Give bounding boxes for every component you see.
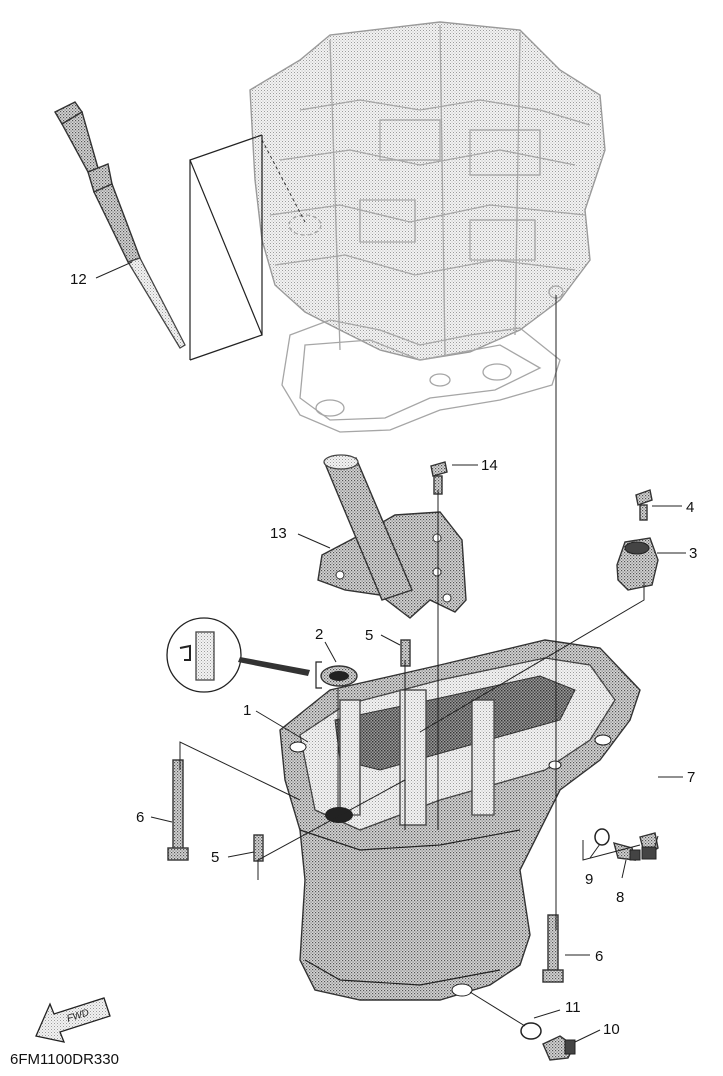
plug-7	[639, 832, 659, 860]
bolt-8	[613, 841, 641, 861]
fwd-arrow-icon: FWD	[35, 997, 111, 1043]
callout-7: 7	[687, 769, 695, 786]
callout-5-lower: 5	[211, 849, 219, 866]
cover-3	[616, 537, 659, 591]
callout-labels: 1 2 3 4 5 5 6 6 7 8 9 10 11 12 13 14	[70, 271, 697, 1038]
bolt-4	[635, 489, 653, 521]
drain-plug-10	[542, 1035, 576, 1061]
gasket-ghost	[281, 319, 561, 433]
callout-9: 9	[585, 871, 593, 888]
dipstick	[54, 101, 186, 349]
callout-11: 11	[565, 999, 581, 1016]
callout-6-left: 6	[136, 809, 144, 826]
engine-block-ghost	[249, 21, 606, 361]
callout-2: 2	[315, 626, 323, 643]
dowel-pin-lower	[253, 834, 264, 862]
callout-4: 4	[686, 499, 694, 516]
washer-9	[594, 828, 610, 846]
dipstick-bracket-sides	[189, 135, 263, 360]
bolt-14	[430, 461, 448, 495]
callout-5-upper: 5	[365, 627, 373, 644]
oil-pan-1	[279, 639, 641, 1001]
callout-3: 3	[689, 545, 697, 562]
dipstick-bracket	[189, 134, 263, 361]
callout-1: 1	[243, 702, 251, 719]
callout-6-right: 6	[595, 948, 603, 965]
callout-10: 10	[603, 1021, 620, 1038]
oil-strainer-plate	[317, 454, 467, 619]
oil-seal-2	[315, 661, 358, 689]
detail-inset	[166, 617, 310, 693]
long-bolt-left	[167, 759, 189, 861]
assembly-guide-lines	[179, 295, 645, 930]
figure-code: 6FM1100DR330	[10, 1051, 119, 1068]
inset-pointer	[238, 657, 310, 676]
callout-13: 13	[270, 525, 287, 542]
long-bolt-right	[542, 914, 564, 983]
gasket-11	[520, 1022, 542, 1040]
callout-8: 8	[616, 889, 624, 906]
callout-14: 14	[481, 457, 498, 474]
callout-12: 12	[70, 271, 87, 288]
callout-leaders	[95, 261, 686, 1043]
